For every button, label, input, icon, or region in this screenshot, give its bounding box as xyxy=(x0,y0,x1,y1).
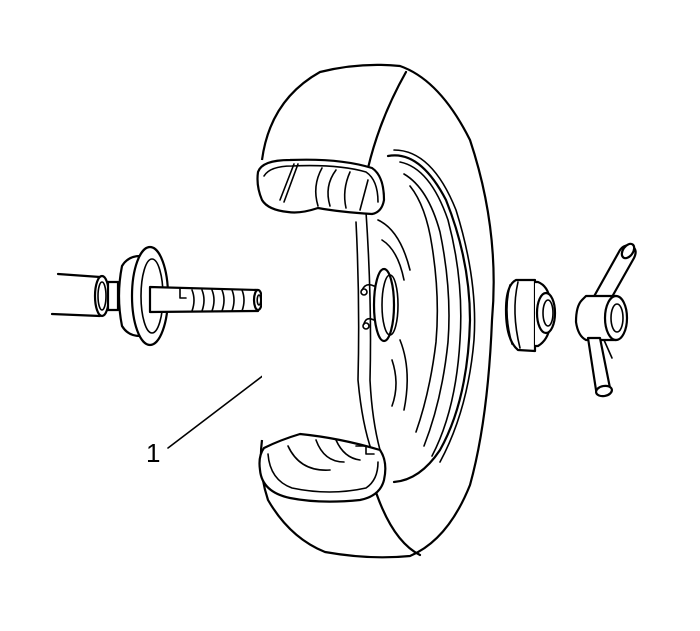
wheel-tire-assembly xyxy=(256,63,495,559)
callout-label-1: 1 xyxy=(146,438,161,468)
wing-nut xyxy=(574,242,637,398)
pressure-cup xyxy=(504,278,557,353)
balancer-shaft xyxy=(50,245,264,347)
